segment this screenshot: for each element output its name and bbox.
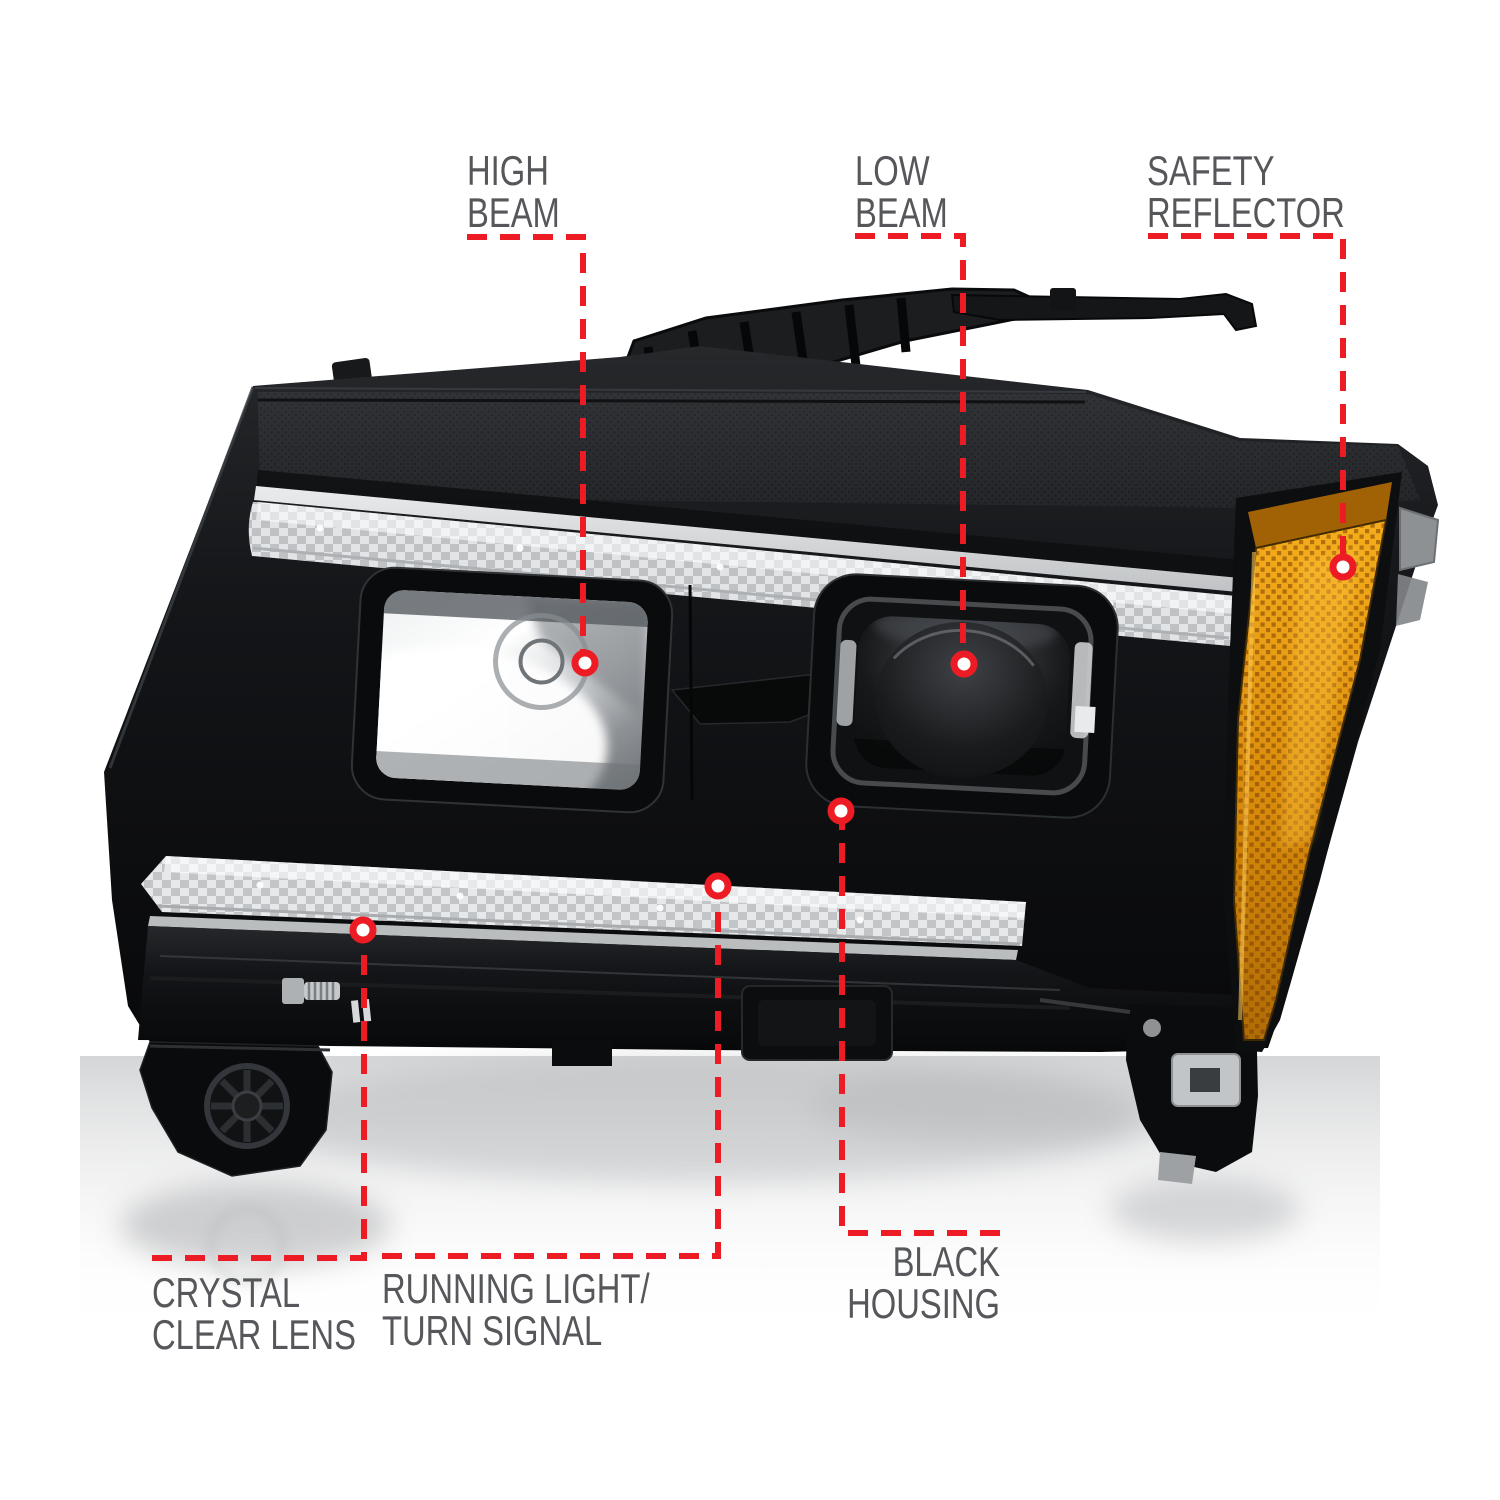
crystal-clear-lens-marker-dot — [349, 916, 377, 944]
running-light-label-line1: RUNNING LIGHT/ — [382, 1265, 650, 1312]
safety-reflector-label-line1: SAFETY — [1147, 147, 1275, 194]
lower-housing-band — [138, 926, 1262, 1066]
high-beam-label: HIGH BEAM — [467, 150, 560, 234]
crystal-clear-lens-leader-line — [152, 930, 367, 1261]
black-housing-label-line1: BLACK — [892, 1238, 1000, 1285]
black-housing-label: BLACK HOUSING — [735, 1241, 1000, 1325]
mounting-foot-left — [139, 1041, 333, 1177]
black-housing-marker-dot — [827, 797, 855, 825]
high-beam-leader-line — [467, 234, 586, 663]
low-beam-label-line2: BEAM — [855, 189, 948, 236]
high-beam-label-line2: BEAM — [467, 189, 560, 236]
mounting-foot-right — [1039, 998, 1258, 1184]
side-bracket-tab — [1396, 506, 1440, 626]
running-light-leader-line — [382, 886, 721, 1259]
housing-top-deck — [256, 392, 1420, 585]
high-beam-marker-dot — [571, 649, 599, 677]
safety-reflector-leader-line — [1148, 233, 1346, 567]
amber-safety-reflector — [1224, 472, 1402, 1052]
black-housing-label-line2: HOUSING — [847, 1280, 1000, 1327]
running-light-turn-signal-label: RUNNING LIGHT/ TURN SIGNAL — [382, 1268, 650, 1352]
low-beam-projector — [805, 573, 1119, 819]
low-beam-marker-dot — [950, 650, 978, 678]
low-beam-leader-line — [855, 233, 966, 664]
safety-reflector-label-line2: REFLECTOR — [1147, 189, 1345, 236]
adjuster-bolt — [282, 978, 340, 1004]
black-housing-leader-line — [839, 811, 1000, 1236]
running-light-label-line2: TURN SIGNAL — [382, 1307, 603, 1354]
crystal-clear-lens-label: CRYSTAL CLEAR LENS — [152, 1272, 356, 1356]
high-beam-label-line1: HIGH — [467, 147, 549, 194]
adjuster-gear — [204, 1063, 290, 1149]
crystal-clear-lens-label-line2: CLEAR LENS — [152, 1311, 356, 1358]
low-beam-label: LOW BEAM — [855, 150, 948, 234]
high-beam-reflector — [350, 566, 674, 814]
safety-reflector-marker-dot — [1329, 553, 1357, 581]
running-light-marker-dot — [704, 872, 732, 900]
safety-reflector-label: SAFETY REFLECTOR — [1147, 150, 1345, 234]
crystal-clear-lens-label-line1: CRYSTAL — [152, 1269, 301, 1316]
low-beam-label-line1: LOW — [855, 147, 930, 194]
